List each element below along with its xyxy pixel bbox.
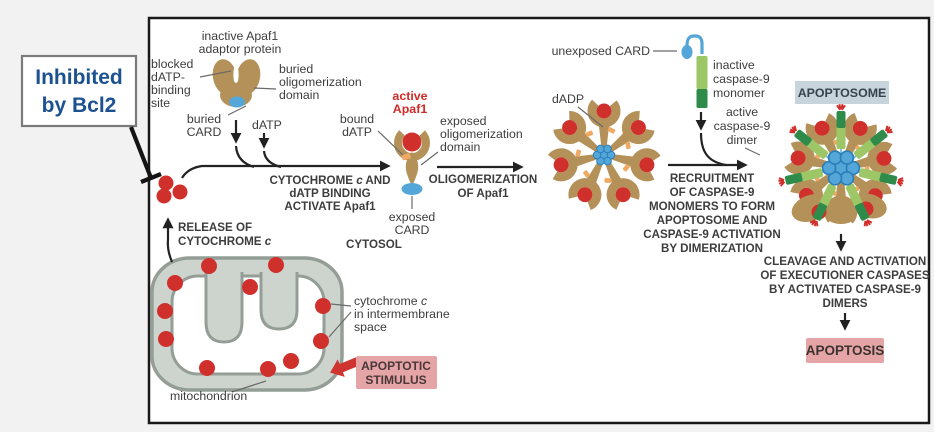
- apoptosis-label: APOPTOSIS: [806, 343, 885, 358]
- blocked-datp-label-line3: binding: [151, 83, 191, 97]
- recruitment-arrows: [668, 112, 748, 171]
- exposed-olig-pointer: [420, 151, 439, 166]
- blocked-datp-label-line2: dATP-: [151, 70, 185, 84]
- exposed-card-oval: [401, 183, 423, 195]
- bcl2-inhibitor-box: Inhibited by Bcl2: [20, 54, 138, 128]
- blocked-datp-label-line4: site: [151, 96, 170, 110]
- bcl2-label-line2: by Bcl2: [42, 94, 117, 117]
- blocked-site-pointer: [199, 70, 232, 78]
- cytochrome-c-in-intermembrane-space: [157, 257, 331, 377]
- apoptosome-illustration: [776, 103, 906, 244]
- apoptotic-stimulus-arrow-icon: [330, 357, 360, 377]
- blocked-datp-label-line1: blocked: [151, 57, 194, 71]
- active-casp9-label-line3: dimer: [727, 133, 758, 147]
- released-cytochrome-c-dots: [156, 175, 188, 204]
- apoptotic-stimulus-box: APOPTOTIC STIMULUS: [356, 356, 437, 389]
- recruitment-label-line6: BY DIMERIZATION: [661, 242, 763, 255]
- buried-card-pointer: [227, 105, 247, 116]
- apoptotic-stimulus-line2: STIMULUS: [365, 373, 426, 387]
- dadp-label: dADP: [552, 92, 584, 106]
- cytochrome-space-label-line3: space: [354, 320, 387, 334]
- active-apaf1-label-line1: active: [392, 89, 427, 103]
- active-casp9-label-line2: caspase-9: [714, 119, 771, 133]
- cleavage-label-line2: OF EXECUTIONER CASPASES: [760, 269, 929, 282]
- buried-olig-label-line3: domain: [279, 88, 319, 102]
- active-apaf1-illustration: [394, 125, 430, 195]
- recruitment-label-line5: CASPASE-9 ACTIVATION: [643, 228, 780, 241]
- bound-datp-label-line2: dATP: [342, 125, 372, 139]
- buried-card-label-line1: buried: [187, 112, 221, 126]
- apoptosome-label-box: APOPTOSOME: [795, 81, 889, 104]
- cytochrome-space-label-line2: in intermembrane: [354, 307, 450, 321]
- active-casp9-label-line1: active: [726, 105, 758, 119]
- exposed-olig-label-line1: exposed: [440, 114, 487, 128]
- datp-label: dATP: [252, 118, 282, 132]
- dadp-pointer: [577, 106, 604, 128]
- activation-arrows: [181, 120, 391, 179]
- unexposed-card-oval: [681, 45, 693, 59]
- recruitment-label-line3: MONOMERS TO FORM: [649, 200, 775, 213]
- apoptosis-box: APOPTOSIS: [806, 338, 885, 363]
- buried-olig-label-line2: oligomerization: [279, 75, 362, 89]
- cytochrome-space-label-line1: cytochrome c: [354, 294, 428, 308]
- exposed-card-label-line1: exposed: [389, 210, 436, 224]
- unexposed-card-label: unexposed CARD: [552, 44, 651, 58]
- inactive-casp9-label-line2: caspase-9: [713, 72, 770, 86]
- release-arrow: [162, 217, 174, 263]
- buried-card-oval: [229, 96, 245, 108]
- exposed-card-label-line2: CARD: [395, 223, 430, 237]
- cleavage-label-line1: CLEAVAGE AND ACTIVATION: [764, 255, 927, 268]
- inactive-apaf1-illustration: [212, 59, 261, 108]
- bound-datp-pointer: [377, 130, 404, 156]
- release-label-line2: CYTOCHROME c: [178, 235, 272, 248]
- card-tether: [685, 34, 704, 54]
- inactive-apaf1-label-line1: inactive Apaf1: [202, 29, 279, 43]
- buried-olig-pointer: [253, 87, 277, 90]
- bound-datp-molecule: [401, 153, 411, 161]
- recruitment-label-line4: APOPTOSOME AND: [657, 214, 768, 227]
- exposed-olig-label-line2: oligomerization: [440, 127, 523, 141]
- inactive-apaf1-label-line2: adaptor protein: [199, 42, 282, 56]
- active-apaf1-label-line2: Apaf1: [393, 102, 428, 116]
- apoptosome-label: APOPTOSOME: [798, 86, 887, 100]
- crista-fold: [259, 272, 299, 331]
- recruitment-label-line2: OF CASPASE-9: [670, 186, 755, 199]
- bound-cytochrome-c: [402, 132, 422, 152]
- buried-olig-label-line1: buried: [279, 62, 313, 76]
- inactive-casp9-label-line1: inactive: [713, 58, 755, 72]
- activate-label-line2: dATP BINDING: [289, 187, 370, 200]
- cleavage-label-line4: DIMERS: [822, 297, 867, 310]
- activate-label-line1: CYTOCHROME c AND: [269, 174, 390, 187]
- apoptotic-stimulus-line1: APOPTOTIC: [361, 359, 431, 373]
- crista-fold: [204, 272, 244, 344]
- release-label-line1: RELEASE OF: [178, 221, 252, 234]
- mitochondrion-pointer: [231, 380, 267, 393]
- blocked-datp-site-notch: [233, 60, 239, 83]
- bcl2-label-line1: Inhibited: [35, 66, 123, 89]
- active-dimer-pointer: [744, 147, 761, 156]
- inhibition-arrow: [129, 126, 162, 184]
- mitochondrion-label: mitochondrion: [170, 389, 247, 403]
- buried-card-label-line2: CARD: [187, 125, 222, 139]
- caspase9-monomer-illustration: [681, 34, 708, 108]
- cytosol-label: CYTOSOL: [346, 238, 402, 251]
- cytochrome-activation-arrow: [181, 160, 391, 179]
- bound-datp-label-line1: bound: [340, 112, 374, 126]
- mitochondrion-illustration: [150, 256, 344, 392]
- exposed-olig-label-line3: domain: [440, 140, 480, 154]
- oligomerization-label-line1: OLIGOMERIZATION: [429, 173, 538, 186]
- oligomerization-label-line2: OF Apaf1: [457, 187, 509, 200]
- activate-label-line3: ACTIVATE Apaf1: [284, 200, 376, 213]
- inactive-casp9-label-line3: monomer: [713, 86, 765, 100]
- recruitment-label-line1: RECRUITMENT: [670, 172, 754, 185]
- cytochrome-space-pointers: [328, 303, 352, 338]
- cleavage-label-line3: BY ACTIVATED CASPASE-9: [769, 283, 922, 296]
